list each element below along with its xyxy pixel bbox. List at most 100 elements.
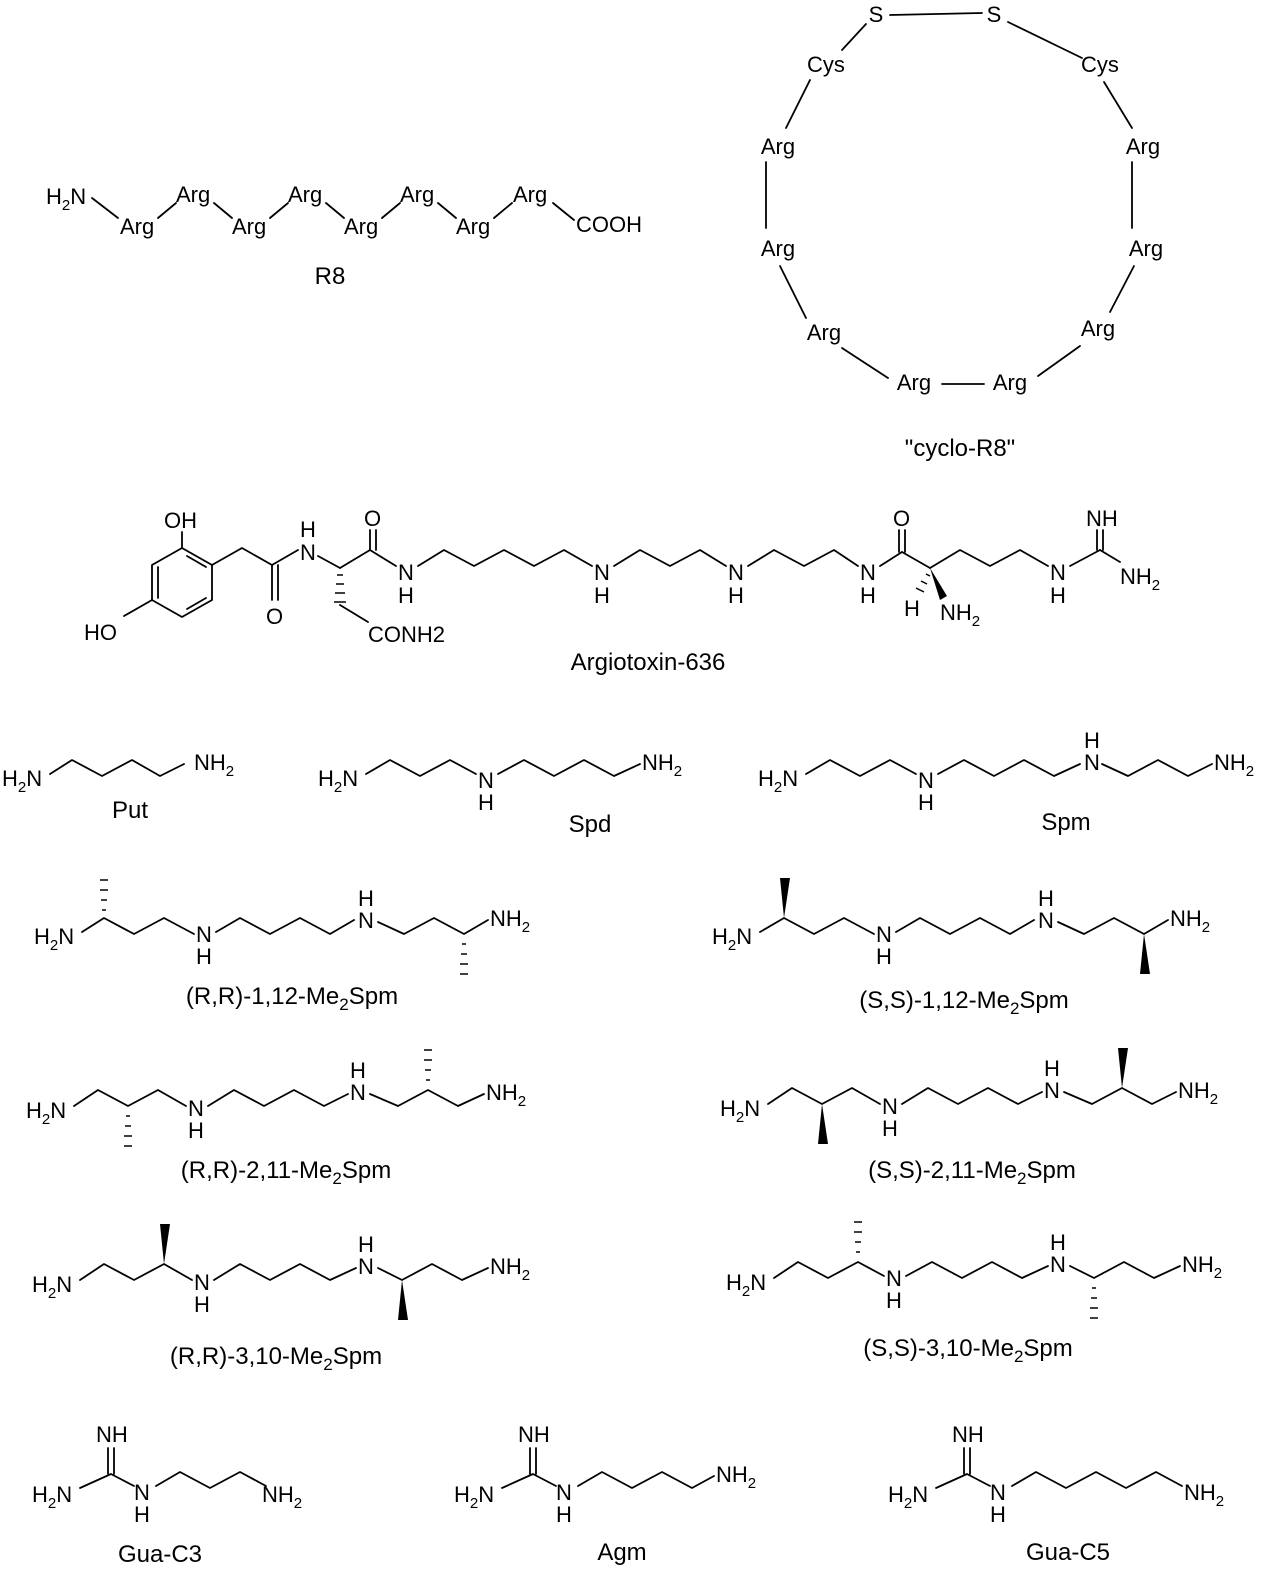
gua-c3-caption: Gua-C3: [118, 1541, 202, 1568]
me2spm-caption: (R,R)-2,11-Me2Spm: [181, 1157, 391, 1188]
amine-nitrogen: N: [728, 560, 744, 585]
amine-group: H2N: [726, 1270, 766, 1300]
amine-group: H2N: [34, 924, 74, 954]
rr-3-10-me2spm-structure: H2N N H N H NH2 (R,R)-3,10-Me2Spm: [32, 1224, 530, 1374]
amine-group: NH2: [1184, 1480, 1224, 1510]
spd-caption: Spd: [569, 811, 612, 838]
stereo-hash-bond: [100, 879, 108, 911]
alpha-hydrogen: H: [904, 596, 920, 621]
amide-nitrogen: N: [398, 560, 414, 585]
amine-nitrogen: N: [886, 1266, 902, 1291]
stereo-wedge-bond: [1140, 934, 1150, 974]
stereo-hash-bond: [854, 1221, 862, 1253]
guanidine-nitrogen: N: [990, 1480, 1006, 1505]
amide-nitrogen: N: [300, 540, 316, 565]
amide-hydrogen: H: [398, 583, 414, 608]
amine-group: H2N: [2, 766, 42, 796]
amine-group: NH2: [716, 1462, 756, 1492]
amine-nitrogen: N: [918, 768, 934, 793]
amine-group: H2N: [888, 1482, 928, 1512]
gua-c5-caption: Gua-C5: [1026, 1539, 1110, 1566]
r8-residue: Arg: [288, 182, 322, 207]
amine-hydrogen: H: [196, 944, 212, 969]
stereo-wedge-bond: [160, 1224, 170, 1264]
amine-hydrogen: H: [882, 1116, 898, 1141]
amine-nitrogen: N: [358, 1254, 374, 1279]
guanidine-hydrogen: H: [556, 1502, 572, 1527]
sulfur-atom: S: [869, 2, 884, 27]
stereo-hash-bond: [334, 574, 346, 603]
amine-hydrogen: H: [188, 1118, 204, 1143]
r8-residue: Arg: [400, 182, 434, 207]
amine-nitrogen: N: [882, 1094, 898, 1119]
carboxamide-group: CONH2: [368, 622, 445, 647]
stereo-hash-bond: [1090, 1287, 1098, 1319]
amine-group: NH2: [490, 1254, 530, 1284]
ss-3-10-me2spm-structure: H2N N H N H NH2 (S,S)-3,10-Me2Spm: [726, 1221, 1222, 1366]
amine-hydrogen: H: [1050, 1230, 1066, 1255]
cyclo-residue: Arg: [761, 134, 795, 159]
cyclo-residue: Arg: [993, 370, 1027, 395]
hydroxyl-group: OH: [164, 508, 197, 533]
me2spm-caption: (R,R)-1,12-Me2Spm: [186, 983, 398, 1014]
amine-group: H2N: [720, 1096, 760, 1126]
amide-hydrogen: H: [300, 517, 316, 542]
cyclo-r8-structure: S S Cys Cys Arg Arg Arg Arg Arg Arg Arg …: [761, 2, 1163, 462]
stereo-wedge-bond: [1118, 1048, 1128, 1088]
r8-residue: Arg: [456, 214, 490, 239]
imine-group: NH: [96, 1422, 128, 1447]
amine-hydrogen: H: [478, 790, 494, 815]
amine-hydrogen: H: [876, 944, 892, 969]
amine-group: NH2: [194, 750, 234, 780]
argiotoxin-caption: Argiotoxin-636: [571, 649, 726, 676]
amine-nitrogen: N: [1038, 908, 1054, 933]
rr-2-11-me2spm-structure: H2N N H N H NH2 (R,R)-2,11-Me2Spm: [26, 1049, 526, 1188]
r8-residue: Arg: [232, 214, 266, 239]
cyclo-residue: Arg: [1126, 134, 1160, 159]
amine-hydrogen: H: [358, 886, 374, 911]
agm-structure: NH H2N N H NH2 Agm: [454, 1422, 756, 1566]
amine-nitrogen: N: [1044, 1078, 1060, 1103]
r8-residue: Arg: [344, 214, 378, 239]
alpha-amine: NH2: [940, 600, 980, 630]
amine-group: H2N: [712, 924, 752, 954]
carbonyl-oxygen: O: [266, 604, 283, 629]
amine-nitrogen: N: [594, 560, 610, 585]
stereo-hash-bond: [424, 1049, 432, 1081]
spm-structure: H2N N H N H NH2 Spm: [758, 728, 1254, 836]
amine-group: H2N: [454, 1482, 494, 1512]
guanidine-nitrogen: N: [556, 1480, 572, 1505]
put-structure: H2N NH2 Put: [2, 750, 234, 824]
amine-hydrogen: H: [1044, 1056, 1060, 1081]
amine-group: H2N: [758, 766, 798, 796]
amine-nitrogen: N: [876, 922, 892, 947]
r8-structure: H2N Arg Arg Arg Arg Arg Arg Arg Arg COOH…: [46, 182, 642, 290]
amine-group: NH2: [1178, 1078, 1218, 1108]
ss-2-11-me2spm-structure: H2N N H N H NH2 (S,S)-2,11-Me2Spm: [720, 1048, 1218, 1188]
amine-nitrogen: N: [194, 1270, 210, 1295]
rr-1-12-me2spm-structure: H2N N H N H NH2 (R,R)-1,12-Me2Spm: [34, 879, 530, 1014]
cyclo-residue: Arg: [897, 370, 931, 395]
amine-group: NH2: [486, 1080, 526, 1110]
amine-group: H2N: [318, 766, 358, 796]
cyclo-residue: Arg: [1081, 316, 1115, 341]
amine-hydrogen: H: [886, 1288, 902, 1313]
carbonyl-oxygen: O: [893, 506, 910, 531]
amine-nitrogen: N: [350, 1080, 366, 1105]
argiotoxin-structure: OH HO O N H CONH2 O N H N H N H N: [84, 506, 1160, 676]
put-caption: Put: [112, 797, 148, 824]
amine-group: NH2: [490, 906, 530, 936]
amine-group: NH2: [642, 750, 682, 780]
cyclo-residue: Arg: [761, 236, 795, 261]
amine-nitrogen: N: [478, 768, 494, 793]
stereo-hash-bond: [915, 573, 931, 593]
amine-hydrogen: H: [350, 1058, 366, 1083]
gua-c5-structure: NH H2N N H NH2 Gua-C5: [888, 1422, 1224, 1566]
spd-structure: H2N N H NH2 Spd: [318, 750, 682, 838]
sulfur-atom: S: [987, 2, 1002, 27]
stereo-wedge-bond: [780, 878, 790, 918]
cyclo-r8-caption: "cyclo-R8": [905, 435, 1015, 462]
stereo-wedge-bond: [398, 1280, 408, 1320]
r8-caption: R8: [315, 263, 346, 290]
